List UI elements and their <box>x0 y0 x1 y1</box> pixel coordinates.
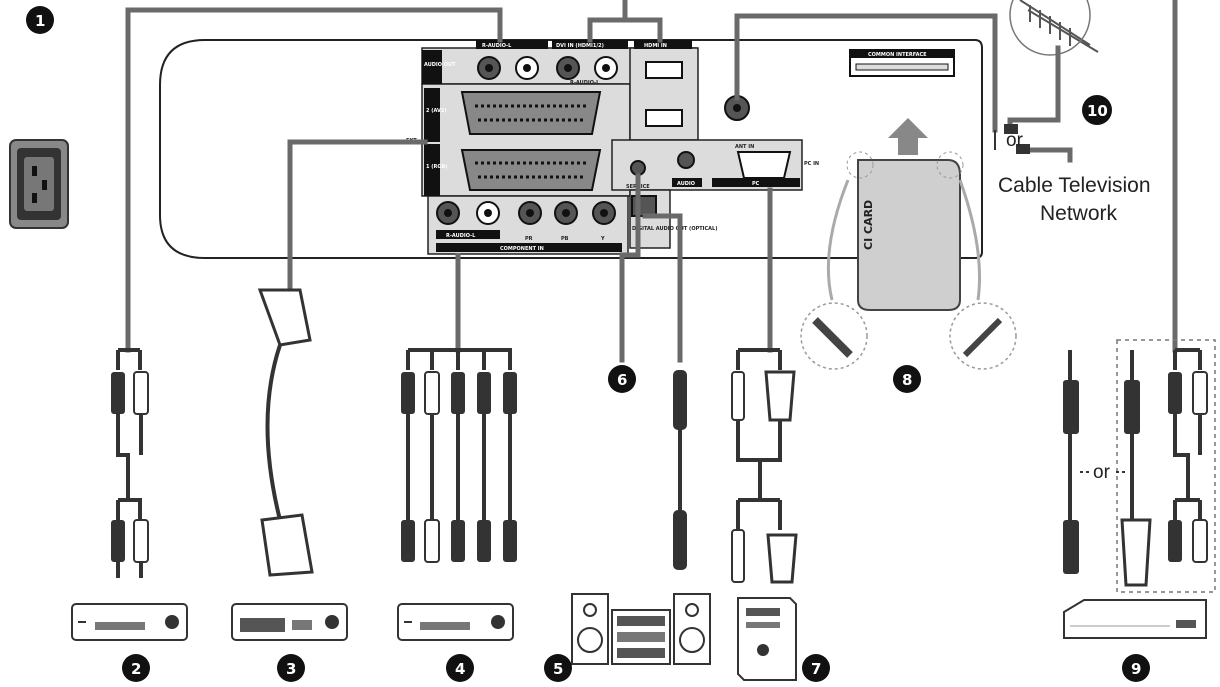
scart-1-connector <box>460 149 602 191</box>
badge-3-text: 3 <box>286 660 296 678</box>
connectors <box>111 288 1216 593</box>
badge-6 <box>608 365 636 393</box>
scart-1-label: 1 (RGB) <box>426 164 448 170</box>
badge-3 <box>277 654 305 682</box>
badge-9 <box>1122 654 1150 682</box>
alt-connection-box <box>1116 339 1216 593</box>
service-jack <box>630 160 646 176</box>
dvi-plug <box>1120 518 1152 587</box>
digital-audio-out-label: DIGITAL AUDIO OUT (OPTICAL) <box>632 226 718 232</box>
devices <box>9 139 1207 681</box>
pc-vga-port <box>736 151 792 179</box>
ci-card <box>857 159 961 311</box>
component-y-label: Y <box>600 236 605 242</box>
badge-4-text: 4 <box>455 660 465 678</box>
badge-8 <box>893 365 921 393</box>
text-labels: Cable Television Network or or <box>998 130 1151 483</box>
vga-plug-bottom <box>766 533 798 584</box>
badge-5-text: 5 <box>553 660 563 678</box>
dvi-audio-label: R-AUDIO-L <box>570 80 600 86</box>
component-pr-label: PR <box>525 236 533 242</box>
cable-tv-line2: Network <box>1040 202 1118 225</box>
badge-7-text: 7 <box>811 660 821 678</box>
badge-2 <box>122 654 150 682</box>
rca-plug-white <box>133 371 149 415</box>
scart-2-label: 2 (AV2) <box>426 108 447 114</box>
audio-out-label: AUDIO OUT <box>424 62 456 68</box>
scart-plug-top <box>257 288 312 347</box>
pc-tower-icon <box>737 597 797 681</box>
hdmi-2-port <box>645 109 683 127</box>
dvi-in-label: DVI IN (HDMI1/2) <box>556 43 604 49</box>
pc-audio-label: AUDIO <box>677 181 695 187</box>
hdmi-plug-bottom <box>1063 520 1079 574</box>
dvd-player-icon <box>397 603 514 641</box>
optical-plug-top <box>673 370 687 430</box>
pc-audio-jack <box>677 151 695 169</box>
badge-7 <box>802 654 830 682</box>
cable-tv-line1: Cable Television <box>998 174 1151 197</box>
ant-in-label: ANT IN <box>735 144 754 150</box>
decoder-device-icon <box>231 603 348 641</box>
power-socket-icon <box>9 139 69 229</box>
badge-8-text: 8 <box>902 371 912 389</box>
component-audio-label: R-AUDIO-L <box>446 233 476 239</box>
badge-4 <box>446 654 474 682</box>
optical-plug-bottom <box>673 510 687 570</box>
insert-arrow-icon <box>888 118 928 155</box>
audio-system-icon <box>571 593 711 665</box>
number-badges: 1 2 3 4 5 6 7 8 9 10 <box>26 6 1150 682</box>
badge-2-text: 2 <box>131 660 141 678</box>
ci-card-illustration: CI CARD <box>800 118 1017 370</box>
common-interface-label: COMMON INTERFACE <box>868 52 927 58</box>
or-dashed-label: or <box>1093 462 1111 483</box>
badge-1 <box>26 6 54 34</box>
scart-plug-bottom <box>260 513 314 577</box>
badge-6-text: 6 <box>617 371 627 389</box>
badge-1-text: 1 <box>35 12 45 30</box>
dvi-hdmi-plug <box>1124 380 1140 434</box>
badge-10-text: 10 <box>1087 102 1108 120</box>
hdmi-plug-top <box>1063 380 1079 434</box>
rca-plug-red <box>111 372 125 414</box>
ci-card-label: CI CARD <box>862 200 875 250</box>
badge-5 <box>544 654 572 682</box>
vga-plug-top <box>764 370 796 422</box>
antenna-icon <box>994 0 1099 163</box>
audio-out-top-label: R-AUDIO-L <box>482 43 512 49</box>
component-in-label: COMPONENT IN <box>500 246 544 252</box>
pc-label: PC <box>752 181 760 187</box>
hdmi-in-label: HDMI IN <box>644 43 667 49</box>
vcr-device-icon <box>71 603 188 641</box>
badge-9-text: 9 <box>1131 660 1141 678</box>
badge-10 <box>1082 95 1112 125</box>
satellite-receiver-icon <box>1063 599 1207 639</box>
or-antenna-label: or <box>1006 130 1024 151</box>
scart-2-connector <box>460 91 602 135</box>
cables <box>125 0 1178 363</box>
component-pb-label: PB <box>561 236 569 242</box>
pc-in-label: PC IN <box>804 161 819 167</box>
hdmi-1-port <box>645 61 683 79</box>
